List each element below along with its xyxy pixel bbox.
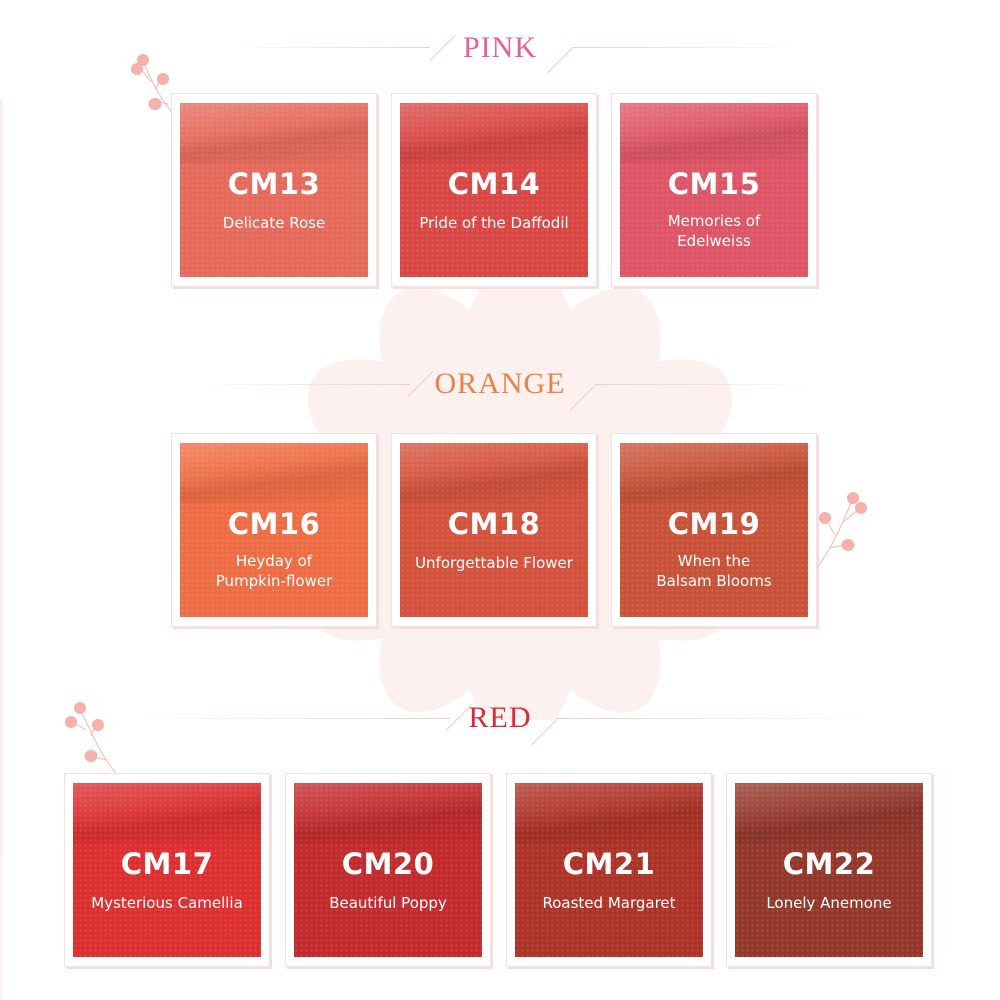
shade-card-cm21[interactable]: CM21 Roasted Margaret — [506, 773, 712, 967]
section-title-orange: ORANGE — [434, 367, 566, 400]
shade-card-cm18[interactable]: CM18 Unforgettable Flower — [391, 433, 597, 627]
shade-code: CM22 — [782, 847, 876, 881]
shade-code: CM15 — [667, 167, 761, 201]
shade-code: CM17 — [120, 847, 214, 881]
divider-left — [120, 718, 450, 719]
shade-code: CM13 — [227, 167, 321, 201]
section-title-red: RED — [468, 701, 532, 734]
shade-card-cm20[interactable]: CM20 Beautiful Poppy — [285, 773, 491, 967]
divider-right — [572, 47, 802, 48]
shade-code: CM14 — [447, 167, 541, 201]
divider-right — [595, 384, 815, 385]
shade-card-cm13[interactable]: CM13 Delicate Rose — [171, 93, 377, 287]
shade-card-cm14[interactable]: CM14 Pride of the Daffodil — [391, 93, 597, 287]
color-swatch: CM18 Unforgettable Flower — [400, 443, 588, 617]
section-title-pink: PINK — [462, 31, 537, 64]
color-swatch: CM22 Lonely Anemone — [735, 783, 923, 957]
divider-left — [230, 47, 430, 48]
shade-name: Beautiful Poppy — [329, 894, 447, 912]
shade-name: Mysterious Camellia — [91, 894, 243, 912]
divider-right — [556, 718, 886, 719]
shade-name: Unforgettable Flower — [415, 554, 573, 572]
color-swatch: CM17 Mysterious Camellia — [73, 783, 261, 957]
shade-code: CM19 — [667, 507, 761, 541]
color-swatch: CM13 Delicate Rose — [180, 103, 368, 277]
leaf-sprig-icon — [65, 702, 119, 777]
color-swatch: CM21 Roasted Margaret — [515, 783, 703, 957]
shade-card-cm22[interactable]: CM22 Lonely Anemone — [726, 773, 932, 967]
shade-card-cm17[interactable]: CM17 Mysterious Camellia — [64, 773, 270, 967]
leaf-sprig-icon — [816, 492, 867, 569]
shade-name: Lonely Anemone — [766, 894, 892, 912]
leaf-sprig-icon — [131, 54, 179, 121]
color-swatch: CM20 Beautiful Poppy — [294, 783, 482, 957]
shade-name: Pride of the Daffodil — [419, 214, 569, 232]
divider-left — [200, 384, 410, 385]
shade-name: Roasted Margaret — [542, 894, 676, 912]
shade-code: CM18 — [447, 507, 541, 541]
shade-code: CM20 — [341, 847, 435, 881]
left-edge-shadow — [0, 100, 3, 1000]
shade-code: CM21 — [562, 847, 656, 881]
shade-name: Delicate Rose — [222, 214, 326, 232]
color-swatch: CM14 Pride of the Daffodil — [400, 103, 588, 277]
shade-code: CM16 — [227, 507, 321, 541]
